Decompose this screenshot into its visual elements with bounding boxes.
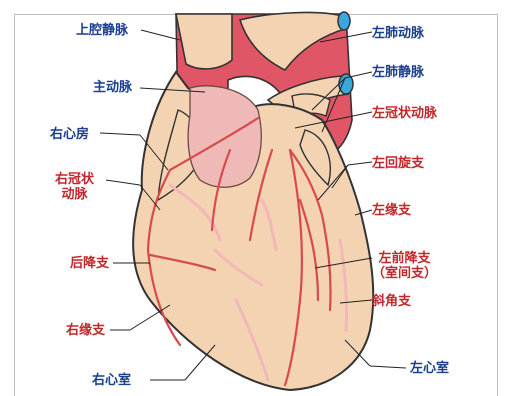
label-posterior-descending-branch: 后降支 — [70, 256, 109, 271]
label-pulmonary-vein: 左肺静脉 — [372, 65, 424, 80]
label-left-ventricle: 左心室 — [410, 361, 449, 376]
label-right-marginal-branch: 右缘支 — [66, 323, 105, 338]
label-aorta: 主动脉 — [93, 80, 132, 95]
label-circumflex-branch: 左回旋支 — [372, 156, 424, 171]
label-superior-vena-cava: 上腔静脉 — [76, 23, 128, 38]
label-anterior-descending-branch: 左前降支 （室间支） — [372, 251, 437, 281]
label-right-coronary-artery-line2: 动脉 — [55, 187, 94, 202]
pulmonary-trunk-base — [188, 86, 261, 187]
label-diagonal-branch: 斜角支 — [372, 294, 411, 309]
label-right-ventricle: 右心室 — [92, 373, 131, 388]
label-anterior-descending-line2: （室间支） — [372, 266, 437, 281]
label-right-coronary-artery: 右冠状 动脉 — [55, 172, 94, 202]
pulmonary-artery-opening — [338, 12, 350, 30]
label-pulmonary-artery: 左肺动脉 — [372, 26, 424, 41]
label-anterior-descending-line1: 左前降支 — [372, 251, 437, 266]
label-right-atrium: 右心房 — [50, 127, 89, 142]
label-left-coronary-artery: 左冠状动脉 — [372, 106, 437, 121]
label-right-coronary-artery-line1: 右冠状 — [55, 172, 94, 187]
label-left-marginal-branch: 左缘支 — [372, 203, 411, 218]
